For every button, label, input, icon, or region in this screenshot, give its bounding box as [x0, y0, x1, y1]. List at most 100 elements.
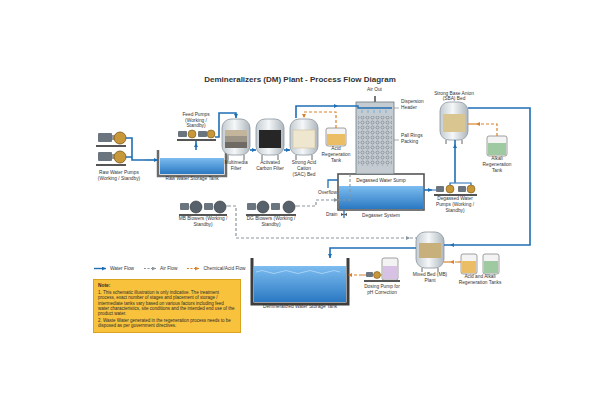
- pipe-connector: [250, 149, 256, 151]
- label-group: Mixed Bed (MB) Plant: [410, 272, 450, 284]
- mixed-bed-drawing-part: [422, 268, 438, 272]
- note-heading: Note:: [98, 283, 236, 289]
- equipment-node: Degassed Water SumpDegasser System: [338, 92, 424, 219]
- regeneration-tanks-drawing: [458, 254, 499, 274]
- equipment-label: Activated Carbon Filter: [256, 160, 284, 172]
- label-group: DG Blowers (Working / Standby): [245, 216, 297, 228]
- label-group: Raw Water Pumps (Working / Standby): [93, 170, 145, 182]
- degassed-pumps-drawing-part: [434, 194, 477, 196]
- cation-bed-drawing-part: [290, 119, 318, 155]
- equipment-node: MB Blowers (Working / Standby): [178, 200, 228, 228]
- illustration-slot: [458, 252, 502, 274]
- illustration-slot: [245, 200, 297, 216]
- equipment-label: Acid and Alkali Regeneration Tanks: [458, 274, 502, 286]
- legend-line: [94, 268, 106, 269]
- multimedia-filter-drawing-part: [225, 130, 247, 136]
- legend-item: Chemical/Acid Flow: [186, 266, 245, 272]
- illustration-slot: [432, 182, 478, 196]
- raw-water-pumps-drawing-part: [114, 132, 126, 144]
- dosing-pump-drawing-part: [364, 280, 400, 282]
- dg-blowers-drawing-part: [257, 201, 269, 213]
- feed-pumps-drawing-part: [196, 137, 216, 143]
- dosing-pump-drawing-part: [374, 272, 381, 279]
- acid-tank-drawing: [326, 128, 346, 146]
- equipment-node: Raw Water Pumps (Working / Standby): [93, 130, 145, 182]
- legend-text: Chemical/Acid Flow: [203, 266, 245, 272]
- legend-line: [187, 268, 199, 269]
- equipment-label: Degasser System: [338, 213, 424, 219]
- illustration-slot: [432, 102, 476, 144]
- degasser-drawing-part: [341, 213, 347, 216]
- anion-bed-drawing-part: [455, 108, 476, 144]
- raw-water-tank-drawing: [158, 150, 226, 176]
- equipment-label: Raw Water Pumps (Working / Standby): [93, 170, 145, 182]
- mixed-bed-drawing-part: [410, 245, 450, 248]
- raw-water-pumps-drawing-part: [96, 145, 126, 147]
- feed-pumps-drawing-part: [188, 130, 196, 138]
- dosing-pump-drawing: [362, 258, 400, 282]
- equipment-node: Strong Acid Cation (SAC) Bed: [290, 118, 318, 177]
- label-group: MB Blowers (Working / Standby): [178, 216, 228, 228]
- raw-water-pumps-drawing-part: [126, 138, 145, 160]
- multimedia-filter-drawing-part: [225, 136, 247, 142]
- mb-blowers-drawing-part: [204, 203, 213, 210]
- alkali-tank-drawing-part: [488, 143, 506, 155]
- regeneration-tanks-drawing-part: [484, 261, 498, 273]
- pipe-connector: [348, 274, 362, 275]
- mixed-bed-drawing-part: [416, 232, 444, 268]
- diagram-title: Demineralizers (DM) Plant - Process Flow…: [0, 75, 600, 84]
- callout-label: Overflow: [318, 190, 337, 196]
- acid-tank-drawing-part: [326, 128, 346, 146]
- dg-blowers-drawing: [246, 201, 297, 216]
- pipe-connector: [424, 189, 432, 191]
- degasser-drawing-part: [362, 110, 386, 113]
- pipe-connector: [216, 113, 236, 137]
- equipment-node: Acid and Alkali Regeneration Tanks: [458, 252, 502, 286]
- degassed-pumps-drawing-part: [467, 185, 475, 193]
- degasser-drawing-part: [394, 108, 399, 140]
- note-text: 2. Waste Water generated in the regenera…: [98, 318, 236, 329]
- mb-blowers-drawing-part: [226, 205, 228, 206]
- anion-bed-drawing-part: [468, 123, 476, 124]
- multimedia-filter-drawing-part: [228, 155, 244, 160]
- equipment-node: Multimedia Filter: [222, 118, 250, 172]
- degasser-drawing-part: [339, 186, 423, 209]
- dosing-pump-drawing-part: [366, 272, 373, 277]
- raw-water-pumps-drawing: [96, 132, 145, 166]
- feed-pumps-drawing-part: [198, 131, 207, 137]
- legend-item: Water Flow: [93, 266, 134, 272]
- label-group: Multimedia Filter: [222, 160, 250, 172]
- callout-label: Drain: [326, 212, 337, 218]
- equipment-label: Demineralized Water Storage Tank: [252, 304, 348, 310]
- feed-pumps-drawing-part: [207, 130, 215, 138]
- note-text: 1. This schematic illustration is only i…: [98, 290, 236, 317]
- label-group: Demineralized Water Storage Tank: [252, 304, 348, 310]
- pipe-connector: [297, 200, 338, 206]
- label-group: Feed Pumps (Working / Standby): [176, 112, 216, 129]
- mixed-bed-drawing-part: [419, 243, 441, 258]
- illustration-slot: [320, 128, 352, 146]
- raw-water-pumps-drawing-part: [98, 133, 112, 142]
- demin-tank-drawing: [252, 258, 348, 304]
- equipment-node: Demineralized Water Storage Tank: [252, 258, 348, 310]
- pipe-connector: [304, 112, 336, 128]
- alkali-tank-drawing: [487, 136, 507, 156]
- equipment-label: Mixed Bed (MB) Plant: [410, 272, 450, 284]
- feed-pumps-drawing-part: [178, 131, 187, 137]
- equipment-label: Multimedia Filter: [222, 160, 250, 172]
- equipment-label: Degassed Water Pumps (Working / Standby): [432, 196, 478, 213]
- regeneration-tanks-drawing-part: [483, 254, 499, 274]
- pipe-connector: [330, 248, 410, 258]
- legend-line: [144, 268, 156, 269]
- feed-pumps-drawing-part: [177, 139, 216, 141]
- equipment-label: Degassed Water Sump: [338, 178, 424, 184]
- illustration-slot: [178, 200, 228, 216]
- degasser-drawing-part: [356, 102, 394, 174]
- regeneration-tanks-drawing-part: [458, 261, 461, 262]
- mb-blowers-drawing-part: [190, 201, 202, 213]
- legend-sample: [186, 266, 201, 271]
- carbon-filter-drawing-part: [262, 155, 278, 160]
- dosing-pump-drawing-part: [383, 266, 397, 279]
